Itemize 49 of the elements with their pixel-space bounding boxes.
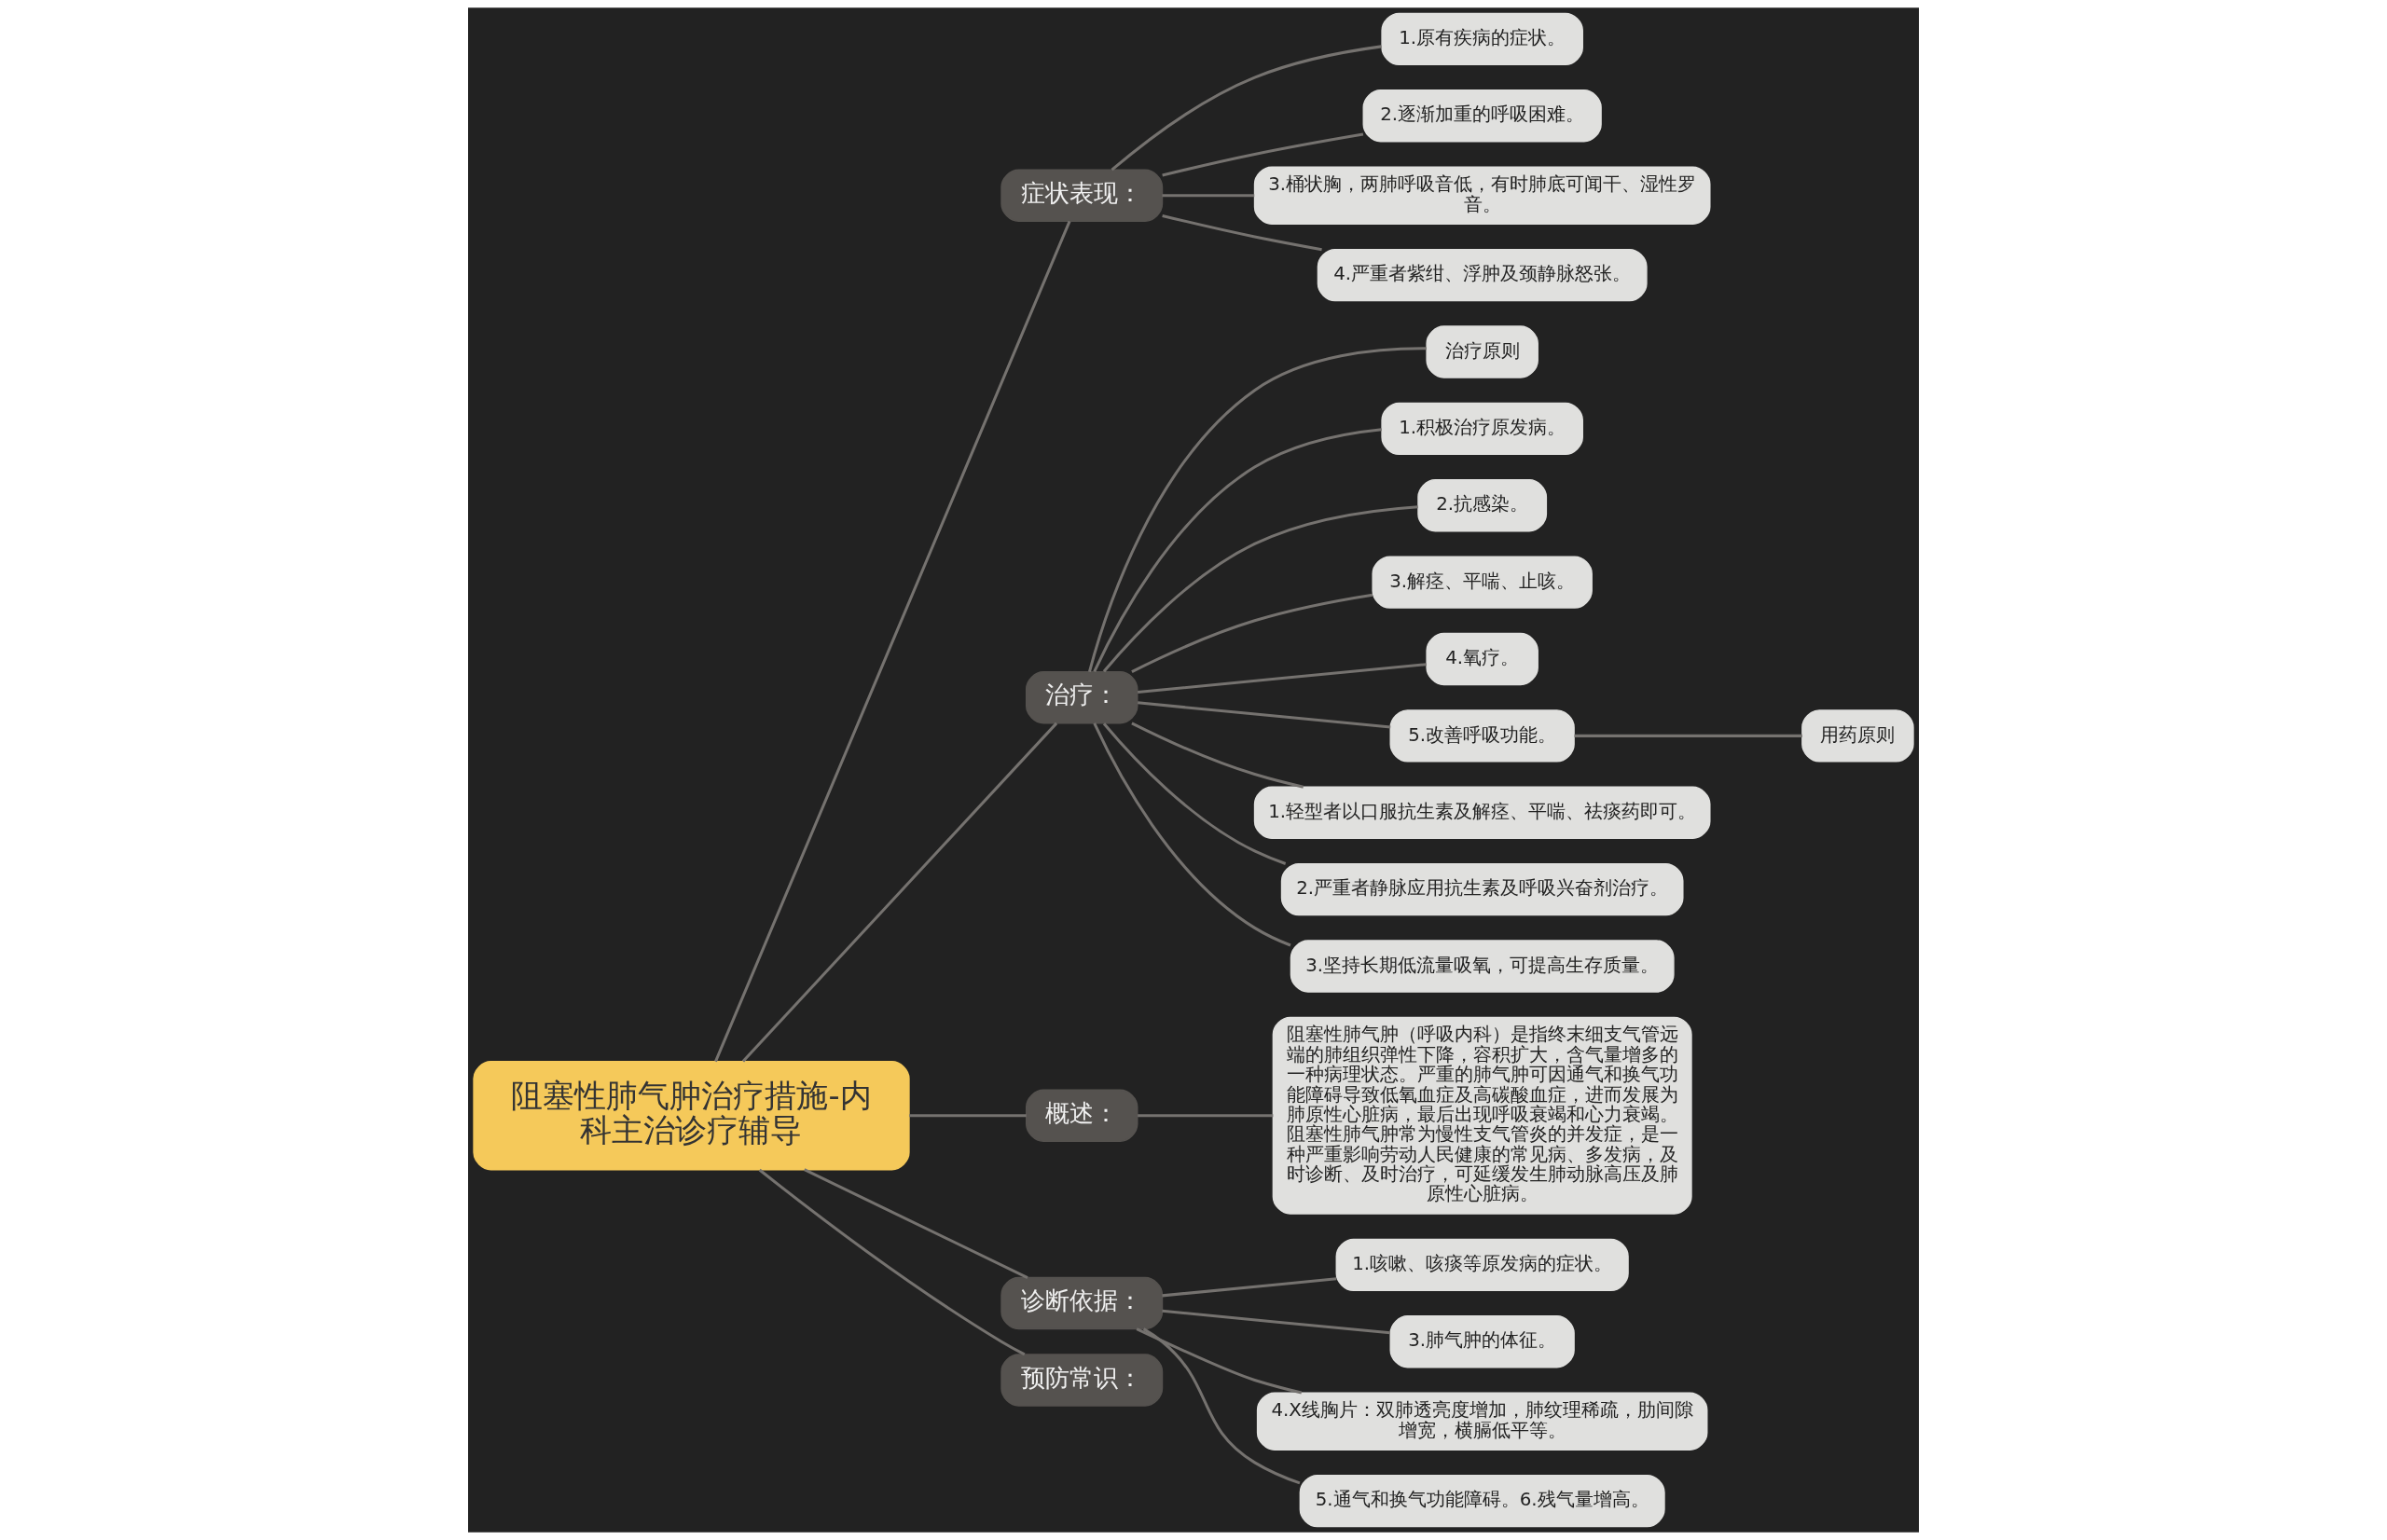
connector [1162,1277,1337,1298]
node-box: 1.原有疾病的症状。 [1381,12,1583,66]
connector [714,220,1071,1063]
node-box: 4.X线胸片：双肺透亮度增加，肺纹理稀疏，肋间隙增宽，横膈低平等。 [1256,1392,1708,1451]
connector [758,1168,1026,1356]
connector [1102,505,1418,673]
node-box: 阻塞性肺气肿（呼吸内科）是指终末细支气管远端的肺组织弹性下降，容积扩大，含气量增多的一种病理状态。严重的肺气肿可因通气和换气功能障碍导致低氧血症及高碳酸血症，进而发展为肺原性心脏病，最后出现呼吸衰竭和心力衰竭。阻塞性肺气肿常为慢性支气管炎的并发症，是一种严重影响劳动人民健康的常见病、多发病，及时诊断、及时治疗，可延缓发生肺动脉高压及肺原性心脏病。 [1272,1016,1692,1215]
connector [1131,722,1304,789]
node-box: 概述： [1026,1089,1138,1142]
node-box: 4.严重者紫绀、浮肿及颈静脉怒张。 [1317,248,1648,302]
connector [1138,1114,1274,1118]
connector [1136,1327,1303,1395]
connector [1111,45,1382,172]
node-box: 1.咳嗽、咳痰等原发病的症状。 [1335,1238,1629,1292]
node-box: 3.解痉、平喘、止咳。 [1372,556,1593,609]
connector [1138,663,1427,694]
connector [1574,734,1802,737]
node-box: 症状表现： [1000,169,1164,222]
node-box: 2.逐渐加重的呼吸困难。 [1362,89,1602,143]
node-box: 3.肺气肿的体征。 [1389,1315,1575,1368]
node-box: 4.氧疗。 [1426,632,1538,686]
node-box: 预防常识： [1000,1354,1164,1407]
connector [909,1114,1027,1118]
node-box: 治疗： [1026,670,1138,724]
node-box: 诊断依据： [1000,1276,1164,1330]
node-box: 1.积极治疗原发病。 [1381,402,1583,456]
connector [1162,1309,1391,1335]
connector [804,1168,1028,1279]
connector [1102,722,1287,865]
node-box: 用药原则 [1801,709,1914,763]
node-box: 3.桶状胸，两肺呼吸音低，有时肺底可闻干、湿性罗音。 [1253,166,1711,225]
connector [1162,194,1255,198]
connector [1138,701,1391,729]
node-box: 治疗原则 [1426,325,1538,378]
node-box: 1.轻型者以口服抗生素及解痉、平喘、祛痰药即可。 [1253,786,1711,839]
connector [741,722,1058,1063]
connector [1093,722,1291,947]
connector [1087,347,1427,672]
node-box: 5.通气和换气功能障碍。6.残气量增高。 [1299,1474,1665,1528]
node-box: 3.坚持长期低流量吸氧，可提高生存质量。 [1290,940,1675,993]
node-box: 2.严重者静脉应用抗生素及呼吸兴奋剂治疗。 [1280,862,1684,916]
node-box: 5.改善呼吸功能。 [1389,709,1575,763]
connector [1162,132,1364,177]
connector [1142,1327,1301,1485]
node-box: 阻塞性肺气肿治疗措施-内科主治诊疗辅导 [473,1060,910,1171]
connector [1131,593,1373,673]
node-box: 2.抗感染。 [1417,479,1548,532]
connector [1162,213,1322,252]
connector [1093,428,1382,673]
